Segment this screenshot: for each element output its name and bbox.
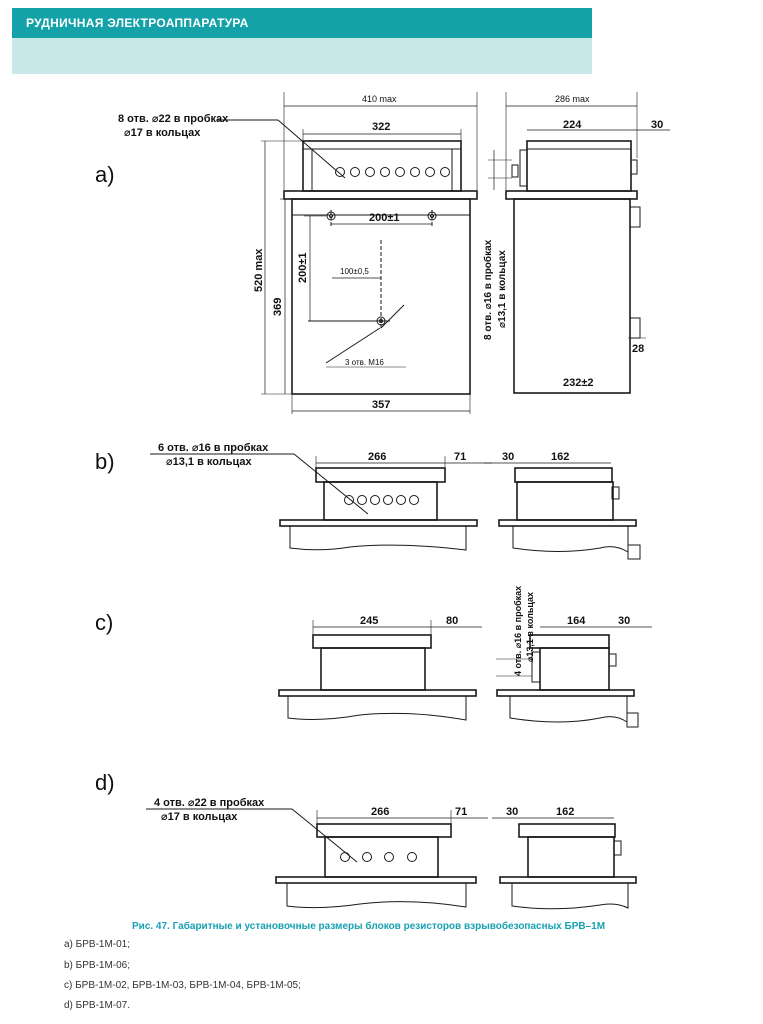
dim-a-holes-line2: ⌀17 в кольцах bbox=[124, 127, 201, 139]
dim-a-side-small: 28 bbox=[632, 343, 644, 355]
dim-a-side-holes-line1: 8 отв. ⌀16 в пробках bbox=[482, 239, 494, 340]
dim-b-proj: 71 bbox=[454, 451, 466, 463]
dim-a-top-width: 322 bbox=[372, 121, 390, 133]
dim-c-side-proj: 30 bbox=[618, 615, 630, 627]
variant-b-label: b) bbox=[95, 449, 115, 474]
dim-c-top-width: 245 bbox=[360, 615, 378, 627]
dim-b-holes-line1: 6 отв. ⌀16 в пробках bbox=[158, 442, 269, 454]
dim-a-side-holes-line2: ⌀13,1 в кольцах bbox=[497, 250, 508, 328]
dim-b-side-top: 162 bbox=[551, 451, 569, 463]
variant-b-holes bbox=[344, 495, 419, 505]
variant-d-holes bbox=[340, 852, 417, 862]
dim-a-height-total: 520 max bbox=[253, 248, 265, 292]
legend-item-b: b) БРВ-1М-06; bbox=[64, 960, 131, 971]
variant-a-side-view: 286 max 224 30 8 отв. ⌀16 в пробках ⌀13,… bbox=[482, 92, 670, 394]
dim-a-side-top: 224 bbox=[563, 119, 582, 131]
legend-item-c: c) БРВ-1М-02, БРВ-1М-03, БРВ-1М-04, БРВ-… bbox=[64, 980, 301, 991]
variant-b: b) 6 отв. ⌀16 в пробках ⌀13,1 в кольцах … bbox=[95, 442, 641, 560]
variant-d: d) 4 отв. ⌀22 в пробках ⌀17 в кольцах 26… bbox=[95, 770, 637, 910]
dim-a-thread-holes: 3 отв. M16 bbox=[345, 358, 384, 367]
header-title: РУДНИЧНАЯ ЭЛЕКТРОАППАРАТУРА bbox=[26, 16, 249, 30]
dim-d-proj: 71 bbox=[455, 806, 467, 818]
variant-a-holes bbox=[335, 167, 450, 177]
dim-a-side-bottom: 232±2 bbox=[563, 377, 594, 389]
header-bar: РУДНИЧНАЯ ЭЛЕКТРОАППАРАТУРА bbox=[12, 8, 592, 38]
dim-a-holes-line1: 8 отв. ⌀22 в пробках bbox=[118, 113, 229, 125]
dim-a-height-body: 369 bbox=[272, 298, 284, 316]
dim-a-offset: 100±0,5 bbox=[340, 267, 369, 276]
dim-c-proj: 80 bbox=[446, 615, 458, 627]
dim-d-top-width: 266 bbox=[371, 806, 389, 818]
dim-b-side-proj: 30 bbox=[502, 451, 514, 463]
dim-d-holes-line2: ⌀17 в кольцах bbox=[161, 811, 238, 823]
dim-c-side-holes-line2: ⌀13,1 в кольцах bbox=[525, 592, 535, 662]
figure-caption: Рис. 47. Габаритные и установочные разме… bbox=[132, 921, 606, 932]
variant-a: a) bbox=[95, 92, 670, 414]
dim-a-center-v: 200±1 bbox=[297, 252, 309, 283]
legend-item-a: a) БРВ-1М-01; bbox=[64, 939, 131, 950]
dim-b-top-width: 266 bbox=[368, 451, 386, 463]
variant-c-label: c) bbox=[95, 610, 113, 635]
dim-a-bottom-width: 357 bbox=[372, 399, 390, 411]
dim-d-side-proj: 30 bbox=[506, 806, 518, 818]
dim-a-side-proj: 30 bbox=[651, 119, 663, 131]
dim-a-side-overall: 286 max bbox=[555, 94, 590, 104]
dim-c-side-holes-line1: 4 отв. ⌀16 в пробках bbox=[513, 586, 523, 676]
variant-c: c) 245 80 164 30 4 отв. ⌀16 в пробках ⌀1… bbox=[95, 586, 652, 728]
variant-a-label: a) bbox=[95, 162, 115, 187]
dim-c-side-top: 164 bbox=[567, 615, 586, 627]
dim-a-center-h: 200±1 bbox=[369, 212, 400, 224]
variant-d-label: d) bbox=[95, 770, 115, 795]
dim-a-overall-width: 410 max bbox=[362, 94, 397, 104]
dim-b-holes-line2: ⌀13,1 в кольцах bbox=[166, 456, 252, 468]
dim-d-side-top: 162 bbox=[556, 806, 574, 818]
header-band bbox=[12, 38, 592, 74]
dim-d-holes-line1: 4 отв. ⌀22 в пробках bbox=[154, 797, 265, 809]
variant-a-front-view: 410 max 322 200±1 200±1 100±0,5 3 отв. M… bbox=[218, 92, 478, 414]
legend-item-d: d) БРВ-1М-07. bbox=[64, 1000, 131, 1011]
